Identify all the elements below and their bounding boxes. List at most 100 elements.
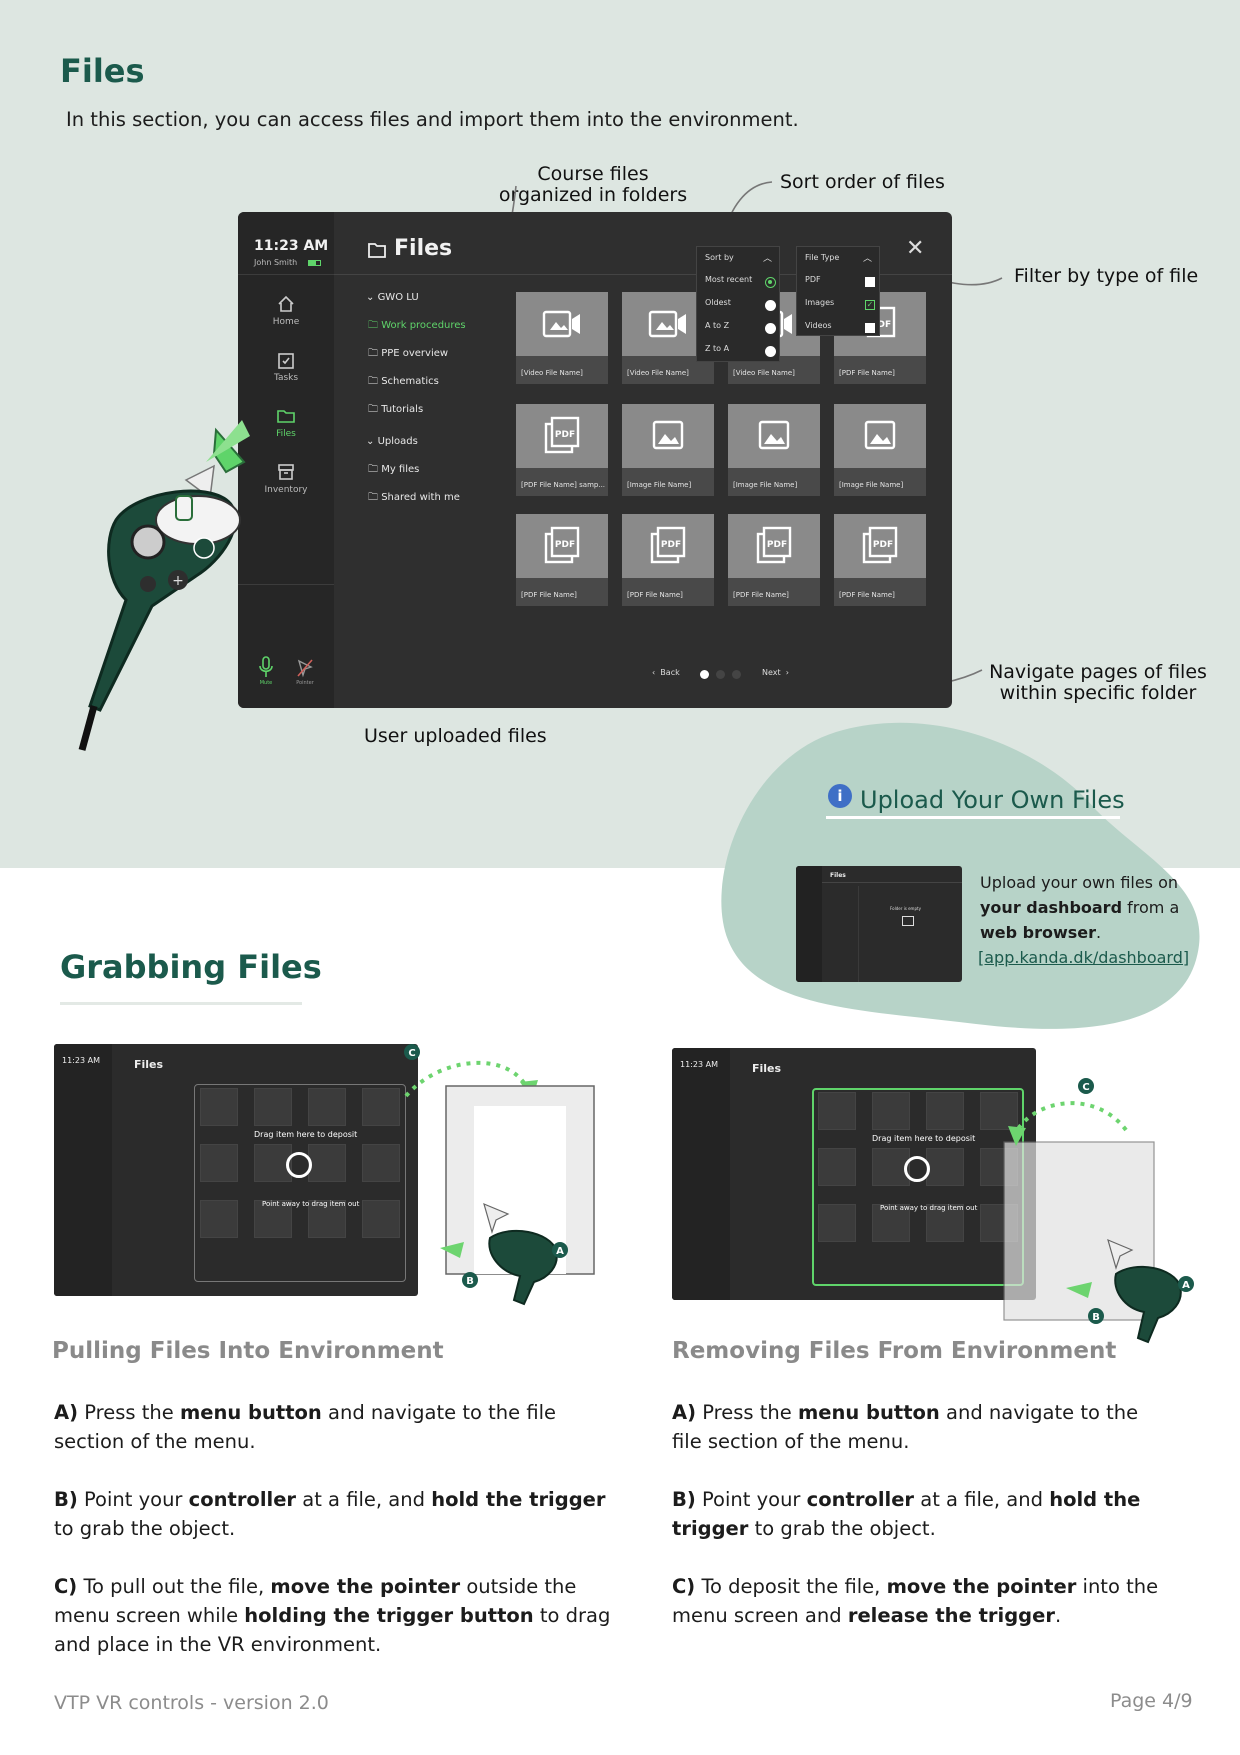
folder-group-uploads[interactable]: ⌄ Uploads (366, 436, 418, 447)
callout-user-uploaded: User uploaded files (364, 725, 547, 747)
mute-button[interactable]: Mute (258, 656, 274, 686)
left-point-away: Point away to drag item out (262, 1200, 360, 1208)
marker-a: A (556, 1246, 564, 1257)
callout-course-files: Course files organized in folders (498, 163, 688, 206)
radio[interactable] (765, 300, 776, 311)
right-drag-deposit: Drag item here to deposit (872, 1134, 976, 1143)
callout-sort-order: Sort order of files (780, 171, 945, 193)
upload-title-underline (826, 816, 1120, 819)
upload-icon (902, 916, 914, 926)
radio[interactable] (765, 323, 776, 334)
filter-option[interactable]: PDF (805, 275, 821, 284)
right-scene-panel: 11:23 AM Files Drag item here to deposit… (672, 1048, 1036, 1300)
file-tile[interactable]: PDF[PDF File Name] samp... (516, 404, 608, 496)
sort-option[interactable]: Oldest (705, 298, 731, 307)
sidebar-tasks[interactable]: Tasks (251, 350, 321, 383)
footer-doc: VTP VR controls - version 2.0 (54, 1692, 329, 1714)
right-step-c: C) To deposit the file, move the pointer… (672, 1575, 1159, 1627)
mini-empty-text: Folder is empty (890, 906, 921, 911)
folder-shared[interactable]: 🗀 Shared with me (368, 492, 460, 503)
upload-text: Upload your own files on your dashboard … (980, 873, 1180, 942)
pdf-icon: PDF (756, 526, 792, 564)
grab-hand-icon (286, 1152, 312, 1178)
pdf-icon: PDF (544, 526, 580, 564)
folder-tutorials[interactable]: 🗀 Tutorials (368, 404, 424, 415)
file-tile[interactable]: [Image File Name] (622, 404, 714, 496)
folder-group-gwo[interactable]: ⌄ GWO LU (366, 292, 419, 303)
menu-sidebar: 11:23 AM John Smith Home Tasks Files Inv… (238, 212, 334, 708)
checkbox[interactable] (865, 277, 875, 287)
menu-title: Files (394, 236, 453, 261)
sort-option[interactable]: A to Z (705, 321, 730, 330)
image-icon (652, 420, 684, 450)
radio-selected[interactable] (765, 277, 776, 288)
grabbing-underline (60, 1002, 302, 1005)
sort-label: Sort by (705, 253, 734, 262)
folder-my-files[interactable]: 🗀 My files (368, 464, 420, 475)
file-tile[interactable]: [Image File Name] (834, 404, 926, 496)
filter-option[interactable]: Videos (805, 321, 832, 330)
folder-schematics[interactable]: 🗀 Schematics (368, 376, 439, 387)
left-step-b: B) Point your controller at a file, and … (54, 1488, 606, 1540)
pager-next[interactable]: Next › (762, 668, 789, 677)
folder-ppe-overview[interactable]: 🗀 PPE overview (368, 348, 449, 359)
left-drag-deposit: Drag item here to deposit (254, 1130, 358, 1139)
left-scene-panel: 11:23 AM Files Drag item here to deposit… (54, 1044, 418, 1296)
pdf-icon: PDF (544, 416, 580, 454)
filter-dropdown[interactable]: File Type ︿ PDF Images Videos ✓ (796, 246, 880, 336)
pointer-button[interactable]: Pointer (296, 658, 314, 686)
right-step-a: A) Press the menu button and navigate to… (672, 1401, 1139, 1453)
dashboard-link[interactable]: [app.kanda.dk/dashboard] (978, 948, 1190, 967)
right-step-b: B) Point your controller at a file, and … (672, 1488, 1141, 1540)
svg-text:PDF: PDF (555, 540, 575, 550)
intro-text: In this section, you can access files an… (66, 108, 799, 131)
file-tile[interactable]: PDF[PDF File Name] (728, 514, 820, 606)
svg-text:PDF: PDF (767, 540, 787, 550)
marker-b: B (466, 1276, 474, 1287)
pager-dot[interactable] (732, 670, 741, 679)
checkbox-checked[interactable]: ✓ (865, 300, 875, 310)
svg-text:A: A (1182, 1280, 1190, 1291)
files-menu-panel: 11:23 AM John Smith Home Tasks Files Inv… (238, 212, 952, 708)
video-icon (542, 310, 580, 338)
inventory-icon (278, 464, 294, 480)
svg-text:PDF: PDF (661, 540, 681, 550)
image-icon (864, 420, 896, 450)
sidebar-files[interactable]: Files (251, 406, 321, 439)
filter-option[interactable]: Images (805, 298, 835, 307)
checkbox[interactable] (865, 323, 875, 333)
left-step-c: C) To pull out the file, move the pointe… (54, 1575, 611, 1656)
page-title: Files (60, 52, 145, 90)
right-scene-arrows: C A B (1003, 1078, 1194, 1344)
sort-dropdown[interactable]: Sort by ︿ Most recent Oldest A to Z Z to… (696, 246, 780, 362)
right-scene-title: Files (752, 1062, 782, 1075)
svg-text:PDF: PDF (555, 430, 575, 440)
folder-work-procedures[interactable]: 🗀 Work procedures (368, 320, 466, 331)
sidebar-home[interactable]: Home (251, 294, 321, 327)
chevron-up-icon: ︿ (763, 254, 773, 264)
mini-files-panel: Files Folder is empty (796, 866, 962, 982)
file-tile[interactable]: PDF[PDF File Name] (834, 514, 926, 606)
svg-text:PDF: PDF (871, 320, 891, 330)
image-icon (758, 420, 790, 450)
sort-option[interactable]: Most recent (705, 275, 753, 284)
grab-hand-icon (904, 1156, 930, 1182)
pager-dot-active[interactable] (700, 670, 709, 679)
file-tile[interactable]: PDF[PDF File Name] (622, 514, 714, 606)
chevron-up-icon: ︿ (863, 254, 873, 264)
grabbing-title: Grabbing Files (60, 948, 322, 986)
sidebar-inventory[interactable]: Inventory (251, 462, 321, 495)
pager-back[interactable]: ‹ Back (652, 668, 680, 677)
file-tile[interactable]: PDF[PDF File Name] (516, 514, 608, 606)
close-icon[interactable]: ✕ (906, 236, 925, 261)
sort-option[interactable]: Z to A (705, 344, 730, 353)
radio[interactable] (765, 346, 776, 357)
pdf-icon: PDF (862, 526, 898, 564)
filter-label: File Type (805, 253, 840, 262)
svg-text:PDF: PDF (873, 540, 893, 550)
file-tile[interactable]: [Video File Name] (516, 292, 608, 384)
pager-dot[interactable] (716, 670, 725, 679)
folder-icon (277, 410, 295, 423)
left-scene-title: Files (134, 1058, 164, 1071)
file-tile[interactable]: [Image File Name] (728, 404, 820, 496)
